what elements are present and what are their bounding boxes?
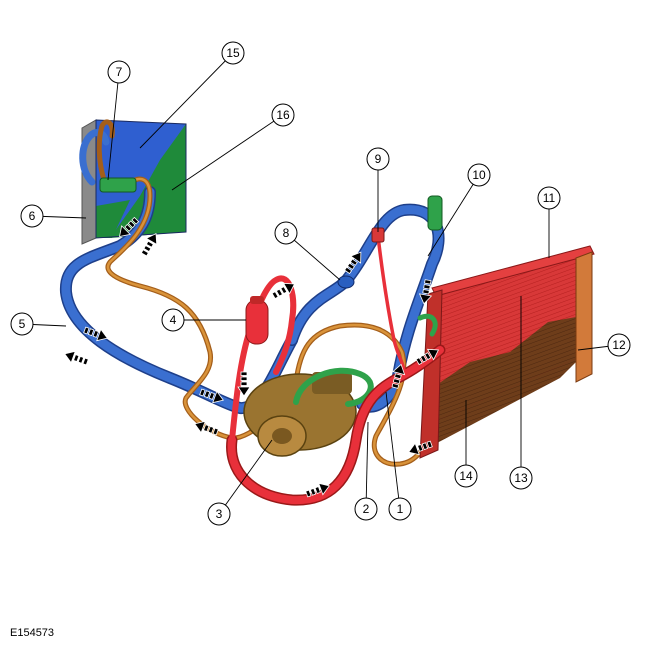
callout-leader-line bbox=[139, 52, 234, 149]
callout-number: 16 bbox=[276, 108, 290, 122]
callout-circle bbox=[366, 147, 390, 171]
callout-leader-line bbox=[218, 439, 273, 515]
condenser-right-tank bbox=[575, 251, 593, 383]
flow-arrow-icon bbox=[83, 326, 108, 342]
callout-leader-line bbox=[171, 114, 284, 191]
callout-11: 11 bbox=[537, 186, 561, 258]
evaporator bbox=[81, 119, 187, 245]
flow-arrow-icon bbox=[305, 482, 330, 498]
callout-circle bbox=[537, 186, 561, 210]
evaporator-inlet-pipe bbox=[79, 129, 110, 186]
condenser-lower-core bbox=[420, 356, 582, 452]
figure-id: E154573 bbox=[10, 627, 55, 639]
flow-arrow-icon bbox=[64, 350, 89, 366]
flow-arrow-icon bbox=[194, 420, 219, 436]
callout-9: 9 bbox=[366, 147, 390, 232]
callout-14: 14 bbox=[454, 400, 478, 488]
callout-12: 12 bbox=[577, 333, 631, 357]
green-connector-top bbox=[427, 195, 443, 231]
callout-circle bbox=[271, 103, 295, 127]
condenser-core-brown bbox=[438, 316, 582, 420]
callout-number: 10 bbox=[472, 168, 486, 182]
compressor-hub bbox=[272, 428, 292, 444]
callout-circle bbox=[388, 497, 412, 521]
callout-2: 2 bbox=[354, 421, 378, 521]
callout-leader-line bbox=[107, 71, 120, 181]
flow-arrow-icon bbox=[408, 440, 433, 456]
callout-number: 9 bbox=[375, 152, 382, 166]
flow-arrow-icon bbox=[418, 279, 433, 305]
evaporator-connector bbox=[99, 177, 137, 193]
callout-circle bbox=[207, 502, 231, 526]
callout-number: 1 bbox=[397, 502, 404, 516]
callout-circle bbox=[454, 464, 478, 488]
callout-number: 5 bbox=[19, 317, 26, 331]
callout-6: 6 bbox=[20, 204, 87, 228]
callout-number: 13 bbox=[514, 471, 528, 485]
compressor-green-line bbox=[293, 367, 374, 407]
flow-arrow-icon bbox=[391, 363, 406, 389]
callout-circle bbox=[161, 308, 185, 332]
flow-arrow-icon bbox=[344, 251, 362, 275]
compressor bbox=[243, 367, 374, 457]
callout-13: 13 bbox=[509, 296, 533, 490]
liquid-line-evaporator bbox=[96, 119, 115, 183]
flow-arrow-icon bbox=[140, 232, 158, 257]
pressure-sensor-line bbox=[376, 234, 406, 372]
callout-circle bbox=[509, 466, 533, 490]
evaporator-green-band bbox=[96, 200, 130, 238]
callout-circle bbox=[20, 204, 44, 228]
callout-number: 4 bbox=[170, 313, 177, 327]
callout-circle bbox=[274, 221, 298, 245]
callout-circle bbox=[10, 312, 34, 336]
callout-8: 8 bbox=[274, 221, 341, 281]
service-valve-low bbox=[337, 275, 355, 289]
flow-arrow-icon bbox=[271, 282, 296, 300]
flow-arrow-icon bbox=[119, 216, 140, 237]
callout-4: 4 bbox=[161, 308, 246, 332]
callout-number: 14 bbox=[459, 469, 473, 483]
flow-arrow-icon bbox=[237, 371, 251, 397]
callout-7: 7 bbox=[107, 60, 131, 181]
callout-leader-line bbox=[385, 391, 401, 510]
callout-circle bbox=[107, 60, 131, 84]
callout-circle bbox=[467, 163, 491, 187]
callout-circle bbox=[607, 333, 631, 357]
callout-5: 5 bbox=[10, 312, 67, 336]
callout-3: 3 bbox=[207, 439, 273, 526]
evaporator-outline bbox=[95, 119, 187, 239]
callout-leader-line bbox=[285, 232, 341, 281]
callout-number: 3 bbox=[216, 507, 223, 521]
green-connector-condenser bbox=[417, 313, 438, 337]
condenser-left-tank bbox=[419, 289, 443, 459]
condenser bbox=[419, 245, 595, 459]
callout-circle bbox=[221, 41, 245, 65]
evaporator-core-green bbox=[110, 124, 186, 238]
callout-16: 16 bbox=[171, 103, 295, 191]
callout-number: 11 bbox=[543, 191, 556, 205]
callout-15: 15 bbox=[139, 41, 245, 149]
callout-number: 8 bbox=[283, 226, 290, 240]
receiver-drier bbox=[245, 296, 269, 345]
callout-leader-line bbox=[427, 174, 480, 257]
callout-10: 10 bbox=[427, 163, 491, 257]
callout-number: 7 bbox=[116, 65, 123, 79]
callout-number: 6 bbox=[29, 209, 36, 223]
callout-number: 12 bbox=[612, 338, 626, 352]
callout-number: 15 bbox=[226, 46, 240, 60]
callout-leader-line bbox=[365, 421, 369, 510]
callout-1: 1 bbox=[385, 391, 412, 521]
flow-arrows bbox=[64, 216, 440, 498]
callout-circle bbox=[354, 497, 378, 521]
flow-arrow-icon bbox=[415, 348, 440, 366]
flow-arrow-icon bbox=[199, 388, 224, 404]
high-pressure-line-left bbox=[229, 275, 297, 443]
callout-number: 2 bbox=[363, 502, 370, 516]
